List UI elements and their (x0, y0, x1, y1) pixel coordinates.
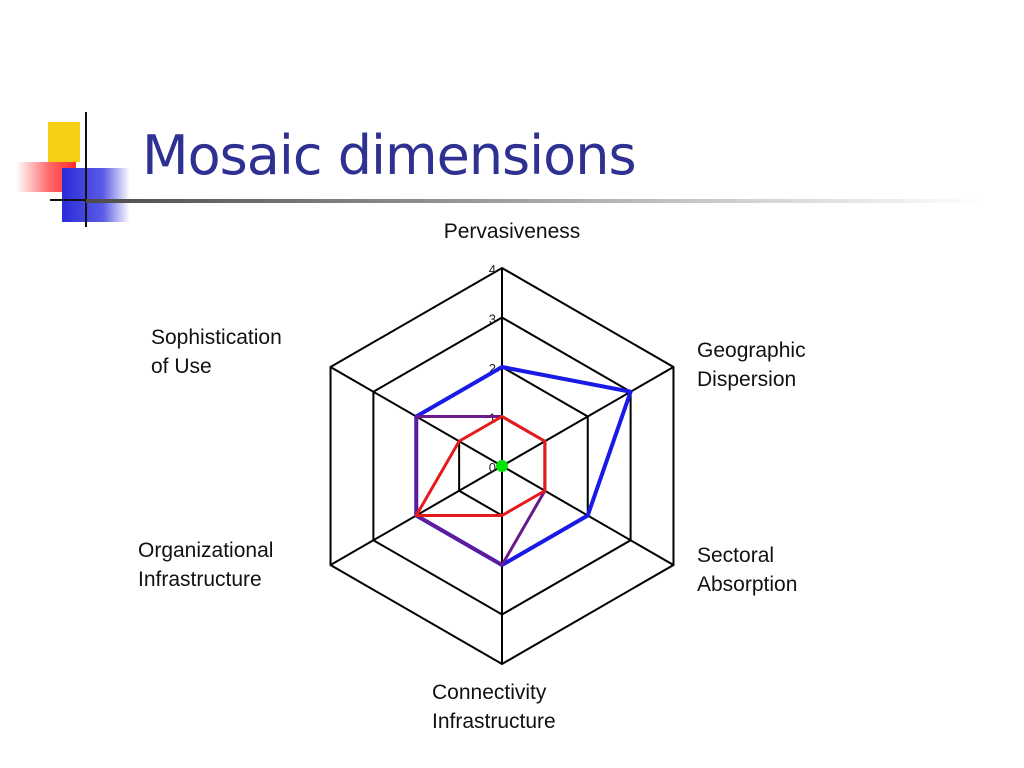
logo-vertical-line (85, 112, 87, 227)
tick-label: 4 (489, 262, 496, 277)
logo-yellow-square (48, 122, 80, 162)
tick-label: 2 (489, 361, 496, 376)
axis-label: Geographic (697, 339, 806, 362)
logo-blue-square (62, 168, 130, 222)
axis-label: Sectoral (697, 544, 774, 567)
axis-label: of Use (151, 355, 212, 378)
title-underline (86, 199, 986, 203)
axis-label: Infrastructure (138, 568, 262, 591)
axis-label: Sophistication (151, 326, 282, 349)
grid-spoke-1 (501, 366, 674, 467)
axis-label: Absorption (697, 573, 797, 596)
axis-label: Organizational (138, 539, 273, 562)
tick-label: 0 (489, 460, 496, 475)
axis-label: Dispersion (697, 368, 796, 391)
series-3-point (496, 460, 508, 472)
axis-label: Pervasiveness (444, 220, 581, 243)
tick-label: 3 (489, 312, 496, 327)
slide-logo (0, 0, 140, 240)
axis-label: Infrastructure (432, 710, 556, 733)
series-1-line (414, 415, 547, 567)
series-2-line (414, 415, 547, 517)
slide-title: Mosaic dimensions (142, 124, 637, 187)
axis-label: Connectivity (432, 681, 547, 704)
